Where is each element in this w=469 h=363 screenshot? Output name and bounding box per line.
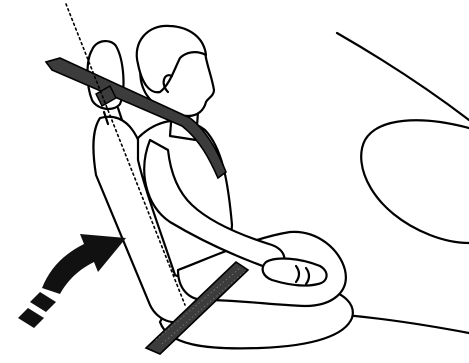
arrow-dash-1	[30, 292, 56, 312]
dashboard-outline	[361, 120, 469, 243]
windshield-pillar	[337, 33, 469, 120]
seatback-raise-arrow-icon	[18, 234, 126, 328]
vehicle-interior	[337, 33, 469, 333]
arrow-body	[42, 234, 126, 294]
arrow-dash-2	[18, 308, 44, 328]
door-line	[345, 315, 469, 333]
